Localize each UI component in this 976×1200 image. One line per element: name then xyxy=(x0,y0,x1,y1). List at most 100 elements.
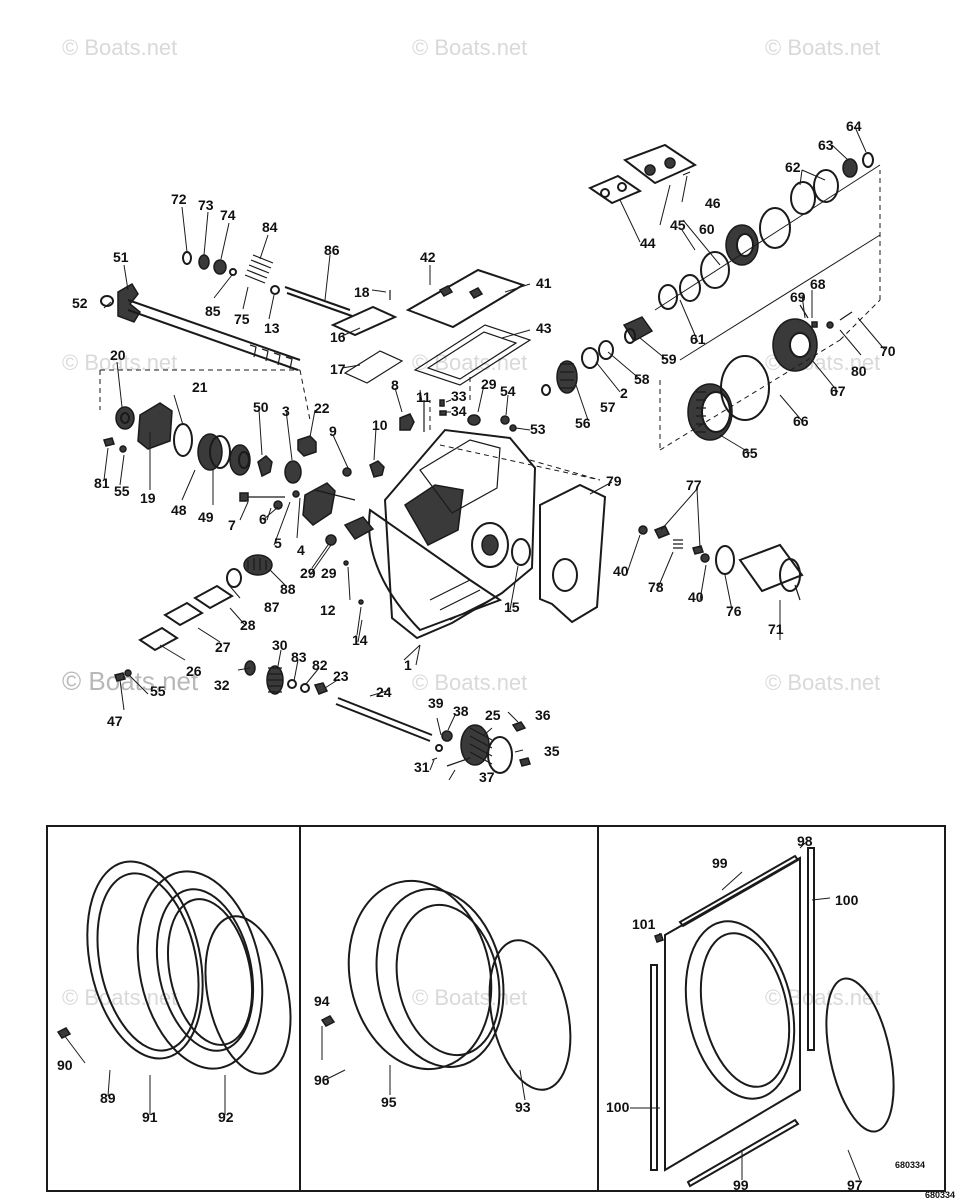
watermark: © Boats.net xyxy=(62,985,177,1010)
plug-part-8 xyxy=(399,413,415,431)
callout-22: 22 xyxy=(314,400,330,416)
callout-58: 58 xyxy=(634,371,650,387)
bearing-part-88 xyxy=(243,554,273,576)
washer-part-85 xyxy=(229,268,237,276)
lower-panel: 90 89 91 92 94 96 95 93 99 98 xyxy=(46,825,955,1200)
callout-56: 56 xyxy=(575,415,591,431)
callout-36: 36 xyxy=(535,707,551,723)
strip-part-99 xyxy=(678,854,800,928)
plate-part-60 xyxy=(700,251,730,289)
bearing-part-49 xyxy=(229,444,251,476)
clamp-part-91 xyxy=(204,915,292,1075)
nut-part-53 xyxy=(509,424,517,432)
callout-97: 97 xyxy=(847,1177,863,1193)
washer-part-68 xyxy=(811,321,818,328)
callout-31: 31 xyxy=(414,759,430,775)
callout-11: 11 xyxy=(416,389,431,405)
bearing-part-63 xyxy=(842,158,858,178)
callout-34: 34 xyxy=(451,403,467,419)
callout-83: 83 xyxy=(291,649,307,665)
solenoid-part-71 xyxy=(738,543,804,601)
callout-71: 71 xyxy=(768,621,784,637)
plug-part-10 xyxy=(369,460,385,478)
callout-27: 27 xyxy=(215,639,231,655)
callout-66: 66 xyxy=(793,413,809,429)
callout-55: 55 xyxy=(150,683,166,699)
callout-33: 33 xyxy=(451,388,467,404)
callout-19: 19 xyxy=(140,490,156,506)
gasket-part-44 xyxy=(587,174,643,205)
strip-part-99b xyxy=(686,1118,800,1188)
callout-29: 29 xyxy=(321,565,337,581)
callout-84: 84 xyxy=(262,219,278,235)
callout-44: 44 xyxy=(640,235,656,251)
callout-72: 72 xyxy=(171,191,187,207)
shaft-part-24 xyxy=(335,697,433,742)
o-ring-part-72 xyxy=(182,251,192,265)
nut-part-74 xyxy=(213,259,227,275)
callout-28: 28 xyxy=(240,617,256,633)
box-1-parts xyxy=(56,860,292,1075)
pin-part-14 xyxy=(358,599,364,605)
bracket-part-77 xyxy=(653,525,671,539)
callout-88: 88 xyxy=(280,581,296,597)
callout-62: 62 xyxy=(785,159,801,175)
cover-part-67 xyxy=(772,318,818,372)
callout-35: 35 xyxy=(544,743,560,759)
strip-part-100 xyxy=(650,964,658,1171)
washer-part-39 xyxy=(435,744,443,752)
washer-part-55b xyxy=(124,669,132,677)
seal-part-3 xyxy=(284,460,302,484)
callout-91: 92 xyxy=(218,1109,234,1125)
ring-part-82 xyxy=(300,683,310,693)
callout-87: 87 xyxy=(264,599,280,615)
plug-part-29 xyxy=(467,414,481,426)
watermark: © Boats.net xyxy=(412,985,527,1010)
callout-53: 53 xyxy=(530,421,546,437)
rod-part-86 xyxy=(284,286,353,317)
screw-part-37 xyxy=(446,757,471,767)
callout-16: 16 xyxy=(330,329,346,345)
ring-part-73 xyxy=(198,254,210,270)
gasket-part-43 xyxy=(413,324,532,386)
callout-100: 100 xyxy=(606,1099,630,1115)
washer-part-38 xyxy=(441,730,453,742)
watermark: © Boats.net xyxy=(62,350,177,375)
drawing-code: 680334 xyxy=(895,1160,925,1170)
bushing-part-22 xyxy=(297,435,317,457)
screw-part-94 xyxy=(320,1015,336,1027)
watermarks: © Boats.net © Boats.net © Boats.net © Bo… xyxy=(62,35,880,1010)
callout-23: 23 xyxy=(333,668,349,684)
washer-part-54 xyxy=(500,415,510,425)
callout-96: 96 xyxy=(314,1072,330,1088)
callout-51: 51 xyxy=(113,249,129,265)
callout-8: 8 xyxy=(391,377,399,393)
bushing-part-23 xyxy=(313,682,329,695)
callout-98: 98 xyxy=(797,833,813,849)
callout-46: 46 xyxy=(705,195,721,211)
callout-65: 65 xyxy=(742,445,758,461)
callout-92: 90 xyxy=(57,1057,73,1073)
watermark: © Boats.net xyxy=(62,35,177,60)
upper-exploded-view xyxy=(99,143,881,774)
ring-part-56 xyxy=(541,384,551,396)
callout-78: 78 xyxy=(648,579,664,595)
bearing-part-48 xyxy=(197,433,231,471)
washer-part-40 xyxy=(638,525,648,535)
screw-part-81 xyxy=(103,437,115,447)
callout-42: 42 xyxy=(420,249,436,265)
callout-80: 80 xyxy=(851,363,867,379)
gasket-part-26 xyxy=(138,626,179,652)
ring-part-90 xyxy=(136,870,264,1070)
shaft-part-51 xyxy=(100,282,301,371)
gasket-part-66 xyxy=(720,355,770,421)
o-ring-part-21 xyxy=(173,423,193,457)
panel-frame xyxy=(46,825,946,1192)
callout-12: 12 xyxy=(320,602,336,618)
washer-part-40b xyxy=(700,553,710,563)
callout-3: 3 xyxy=(282,403,290,419)
callout-68: 68 xyxy=(810,276,826,292)
callout-7: 7 xyxy=(228,517,236,533)
callout-77: 77 xyxy=(686,477,702,493)
